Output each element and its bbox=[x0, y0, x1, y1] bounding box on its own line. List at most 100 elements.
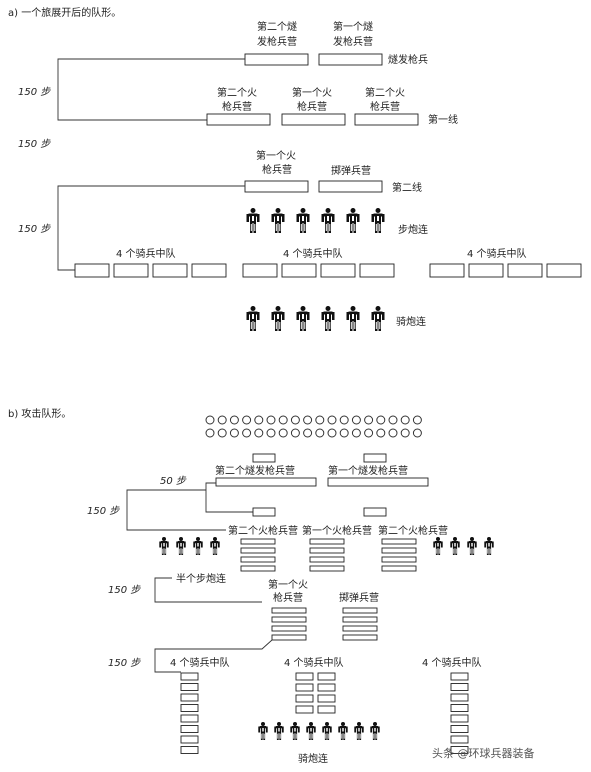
cavalry-squadron-box bbox=[180, 725, 199, 733]
label-2nd-musket-line1: 第二个火 bbox=[217, 86, 257, 99]
skirmisher-ring bbox=[229, 428, 239, 438]
label-2nd-musket-line2: 枪兵营 bbox=[222, 100, 252, 113]
skirmisher-ring bbox=[242, 428, 252, 438]
box-musket-small-2 bbox=[363, 507, 387, 517]
label-cavalry-right: 4 个骑兵中队 bbox=[467, 247, 527, 260]
box-1st-musket bbox=[281, 113, 346, 126]
section-b-title: b) 攻击队形。 bbox=[8, 407, 71, 420]
label-musket-1-rear-line1: 第一个火 bbox=[268, 578, 308, 591]
label-fusilier-2: 第二个燧发枪兵营 bbox=[215, 464, 295, 477]
skirmisher-ring bbox=[364, 428, 374, 438]
foot-artillery-soldiers bbox=[246, 208, 385, 233]
label-1st-fusilier-line2: 发枪兵营 bbox=[333, 35, 373, 48]
label-1st-musket-line1: 第一个火 bbox=[292, 86, 332, 99]
skirmisher-ring bbox=[351, 415, 361, 425]
label-1st-musket-line2: 枪兵营 bbox=[297, 100, 327, 113]
cavalry-squadron-box bbox=[450, 704, 469, 712]
cavalry-column-center bbox=[295, 672, 336, 714]
cavalry-squadron-box bbox=[450, 693, 469, 702]
label-cavalry-center: 4 个骑兵中队 bbox=[283, 247, 343, 260]
box-fusilier-2 bbox=[215, 477, 317, 487]
label-musket-1-rear-line2: 枪兵营 bbox=[273, 591, 303, 604]
cavalry-squadron-box bbox=[450, 672, 469, 681]
box-1st-fusilier bbox=[318, 53, 383, 66]
skirmisher-ring bbox=[217, 415, 227, 425]
box-fusilier-1-small bbox=[363, 453, 387, 463]
bracket-a-top bbox=[57, 58, 245, 121]
cavalry-column-right bbox=[450, 672, 469, 754]
skirmisher-ring bbox=[376, 415, 386, 425]
label-2nd-musket-b-line2: 枪兵营 bbox=[370, 100, 400, 113]
label-grenadier-b: 掷弹兵营 bbox=[339, 591, 379, 604]
skirmisher-ring bbox=[339, 428, 349, 438]
cavalry-squadron-box bbox=[180, 683, 199, 691]
label-second-line: 第二线 bbox=[392, 181, 422, 194]
label-foot-artillery: 步炮连 bbox=[398, 223, 428, 236]
bracket-a-bottom bbox=[57, 185, 245, 271]
label-cavalry-right-b: 4 个骑兵中队 bbox=[422, 656, 482, 669]
watermark: 头条 @环球兵器装备 bbox=[432, 746, 535, 760]
skirmisher-ring bbox=[315, 415, 325, 425]
skirmisher-ring bbox=[327, 415, 337, 425]
cavalry-column-left bbox=[180, 672, 199, 754]
half-artillery-left bbox=[159, 537, 220, 555]
half-artillery-right bbox=[433, 537, 494, 555]
skirmisher-ring bbox=[412, 428, 422, 438]
skirmisher-ring bbox=[290, 428, 300, 438]
cavalry-squadron-box bbox=[180, 735, 199, 744]
label-first-line: 第一线 bbox=[428, 113, 458, 126]
label-musket-2-left: 第二个火枪兵营 bbox=[228, 524, 298, 537]
box-musket-small-1 bbox=[252, 507, 276, 517]
box-2nd-fusilier bbox=[244, 53, 309, 66]
box-grenadier bbox=[318, 180, 383, 193]
label-half-artillery: 半个步炮连 bbox=[176, 572, 226, 585]
skirmisher-ring bbox=[217, 428, 227, 438]
label-steps-3: 150 步 bbox=[18, 223, 51, 235]
box-fusilier-2-small bbox=[252, 453, 276, 463]
cavalry-squadron-box bbox=[450, 683, 469, 691]
cavalry-squadron-box bbox=[450, 714, 469, 723]
skirmisher-ring bbox=[412, 415, 422, 425]
skirmisher-ring bbox=[205, 415, 215, 425]
skirmisher-ring bbox=[254, 415, 264, 425]
skirmisher-ring bbox=[242, 415, 252, 425]
skirmisher-ring bbox=[290, 415, 300, 425]
horse-artillery-soldiers-a bbox=[246, 306, 385, 331]
label-steps-150-a: 150 步 bbox=[87, 505, 120, 517]
skirmisher-ring bbox=[266, 428, 276, 438]
skirmisher-rings bbox=[205, 415, 422, 438]
skirmisher-ring bbox=[364, 415, 374, 425]
skirmisher-ring bbox=[327, 428, 337, 438]
skirmisher-ring bbox=[351, 428, 361, 438]
skirmisher-ring bbox=[400, 428, 410, 438]
box-fusilier-1 bbox=[327, 477, 429, 487]
bracket-150-a bbox=[126, 489, 226, 531]
skirmisher-ring bbox=[205, 428, 215, 438]
skirmisher-ring bbox=[400, 415, 410, 425]
skirmisher-ring bbox=[254, 428, 264, 438]
cavalry-squadron-box bbox=[450, 725, 469, 733]
cavalry-squadron-box bbox=[180, 714, 199, 723]
section-a-title: a) 一个旅展开后的队形。 bbox=[8, 6, 121, 19]
skirmisher-ring bbox=[339, 415, 349, 425]
cavalry-squadron-box bbox=[180, 672, 199, 681]
label-fusiliers: 燧发枪兵 bbox=[388, 53, 428, 66]
skirmisher-ring bbox=[229, 415, 239, 425]
label-1st-musket-2-line2: 枪兵营 bbox=[262, 163, 292, 176]
label-horse-artillery-a: 骑炮连 bbox=[396, 315, 426, 328]
label-fusilier-1: 第一个燧发枪兵营 bbox=[328, 464, 408, 477]
label-cavalry-left-b: 4 个骑兵中队 bbox=[170, 656, 230, 669]
skirmisher-ring bbox=[303, 415, 313, 425]
skirmisher-ring bbox=[278, 415, 288, 425]
horse-artillery-soldiers-b bbox=[258, 722, 380, 740]
box-2nd-musket-b bbox=[354, 113, 419, 126]
label-steps-1: 150 步 bbox=[18, 86, 51, 98]
box-2nd-musket bbox=[206, 113, 271, 126]
label-steps-150-c: 150 步 bbox=[108, 657, 141, 669]
box-1st-musket-2 bbox=[244, 180, 309, 193]
label-musket-1: 第一个火枪兵营 bbox=[302, 524, 372, 537]
second-line-columns-b bbox=[271, 607, 378, 641]
label-cavalry-left: 4 个骑兵中队 bbox=[116, 247, 176, 260]
cavalry-squadron-box bbox=[180, 746, 199, 754]
